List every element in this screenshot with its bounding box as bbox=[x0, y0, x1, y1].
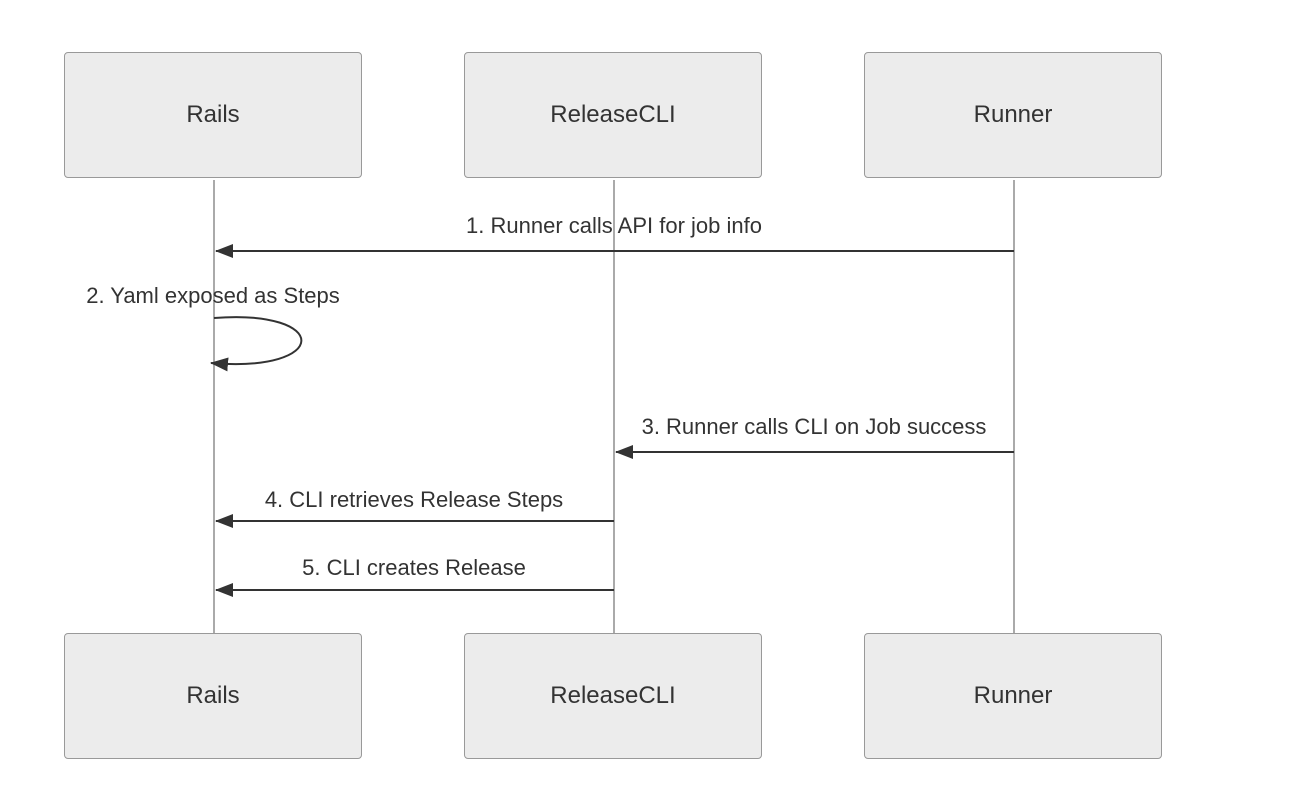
actor-top-releasecli: ReleaseCLI bbox=[464, 52, 762, 178]
actor-top-rails: Rails bbox=[64, 52, 362, 178]
actor-label: ReleaseCLI bbox=[550, 101, 676, 128]
arrow-message-2-self-loop bbox=[210, 316, 303, 372]
actor-top-runner: Runner bbox=[864, 52, 1162, 178]
message-3-label: 3. Runner calls CLI on Job success bbox=[641, 414, 987, 439]
actor-label: Rails bbox=[186, 101, 240, 128]
actor-label: Runner bbox=[973, 682, 1053, 709]
message-4-label: 4. CLI retrieves Release Steps bbox=[264, 487, 564, 512]
actor-bottom-runner: Runner bbox=[864, 633, 1162, 759]
actor-bottom-rails: Rails bbox=[64, 633, 362, 759]
actor-label: Rails bbox=[186, 682, 240, 709]
actor-label: Runner bbox=[973, 101, 1053, 128]
message-2-label: 2. Yaml exposed as Steps bbox=[86, 283, 340, 308]
actor-label: ReleaseCLI bbox=[550, 682, 676, 709]
message-1-label: 1. Runner calls API for job info bbox=[466, 213, 762, 238]
message-5-label: 5. CLI creates Release bbox=[302, 555, 526, 580]
actor-bottom-releasecli: ReleaseCLI bbox=[464, 633, 762, 759]
